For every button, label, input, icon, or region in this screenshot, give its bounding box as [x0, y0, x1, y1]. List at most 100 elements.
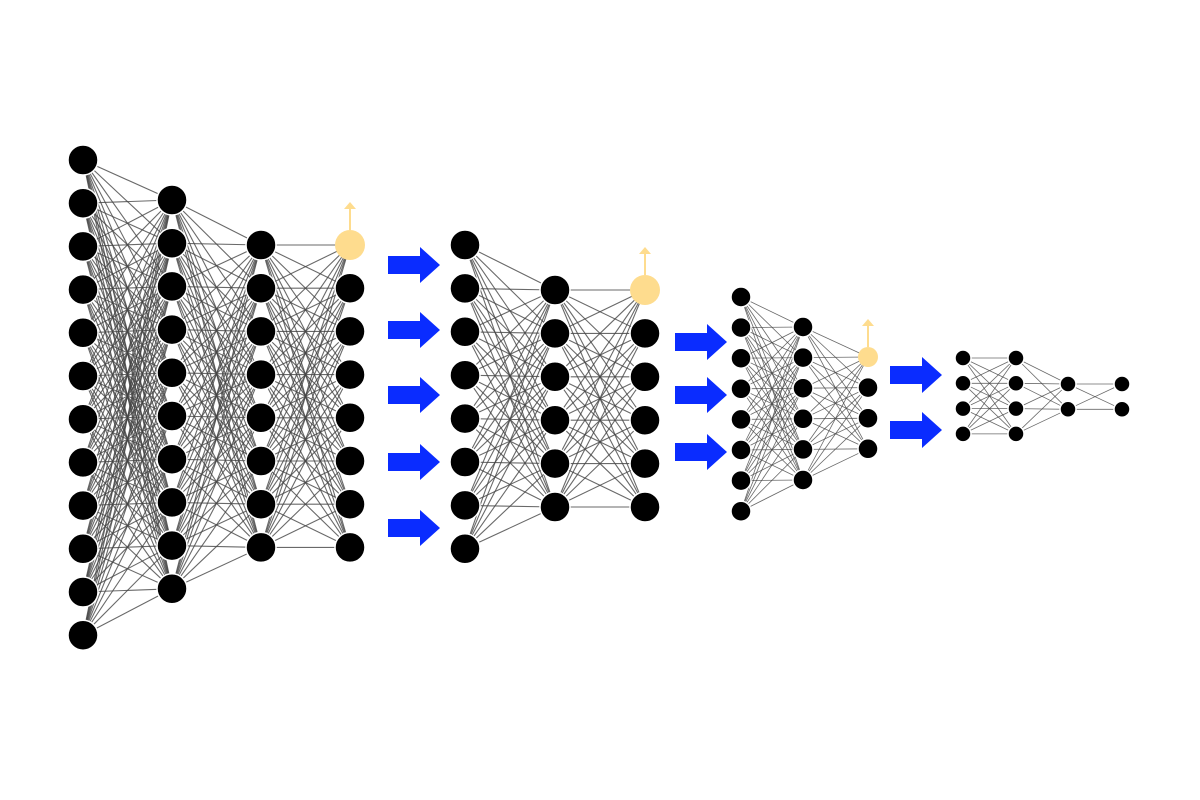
neuron: [954, 374, 972, 393]
connection-edge: [962, 357, 1017, 409]
neuron: [449, 272, 481, 305]
connection-edge: [1015, 357, 1069, 385]
connection-edge: [260, 503, 351, 548]
neuron: [334, 272, 366, 304]
connection-edge: [171, 199, 262, 246]
connection-edge: [962, 383, 1017, 435]
connection-edge: [82, 199, 173, 549]
neuron: [857, 407, 879, 429]
transition-arrow-icon: [388, 247, 440, 283]
connection-edge: [82, 199, 173, 247]
neuron: [449, 489, 481, 522]
neuron: [67, 317, 99, 349]
transition-arrow-icon: [388, 377, 440, 413]
neuron: [245, 445, 277, 477]
connection-edge: [82, 502, 173, 636]
connection-edge: [260, 244, 351, 462]
connection-edge: [82, 329, 173, 636]
neuron: [730, 469, 752, 492]
neuron: [156, 486, 188, 519]
connection-edge: [802, 356, 869, 450]
neuron: [954, 349, 972, 367]
neuron: [1059, 375, 1077, 393]
connection-edge: [1015, 383, 1069, 409]
neuron: [67, 403, 99, 435]
connection-edge: [82, 199, 173, 290]
neuron: [730, 316, 752, 339]
connection-edge: [740, 326, 804, 451]
neuron: [156, 400, 188, 432]
neuron: [67, 576, 99, 608]
connection-edge: [171, 460, 262, 590]
connection-edge: [962, 408, 1017, 435]
neuron: [156, 573, 188, 605]
neuron: [67, 144, 99, 176]
neuron: [1007, 349, 1025, 367]
neuron: [1113, 375, 1131, 393]
connection-edge: [260, 374, 351, 548]
connection-edge: [1015, 408, 1069, 435]
transition-arrow-icon: [675, 377, 727, 413]
neuron: [67, 446, 99, 479]
connection-edge: [740, 326, 804, 420]
connection-edge: [82, 159, 173, 201]
connection-edge: [82, 545, 173, 636]
neuron: [1059, 400, 1077, 419]
neuron: [1007, 399, 1025, 418]
connection-edge: [802, 387, 869, 481]
connection-edge: [802, 356, 869, 420]
connection-edge: [554, 289, 646, 508]
connection-edge: [464, 376, 556, 550]
neuron: [792, 469, 814, 491]
neuron: [334, 488, 366, 520]
connection-edge: [260, 244, 351, 375]
transition-arrow-icon: [388, 510, 440, 546]
connection-edge: [171, 244, 262, 460]
neuron: [629, 361, 661, 393]
connection-edge: [260, 244, 351, 419]
neuron: [730, 408, 752, 431]
neuron: [156, 313, 188, 346]
connection-edge: [740, 296, 804, 328]
neuron: [156, 357, 188, 389]
connection-edge: [802, 326, 869, 358]
neuron: [1007, 374, 1025, 393]
neuron: [156, 270, 188, 303]
neuron: [857, 376, 879, 399]
connection-edge: [802, 356, 869, 389]
connection-edge: [171, 244, 262, 589]
connection-edge: [260, 244, 351, 332]
neuron: [334, 445, 366, 477]
neuron: [245, 229, 277, 261]
pruned-neuron: [335, 230, 365, 260]
connection-edge: [82, 199, 173, 593]
connection-edge: [740, 449, 804, 512]
neuron: [245, 531, 277, 564]
transition-arrow-icon: [675, 324, 727, 360]
connection-edge: [171, 503, 262, 590]
connection-edge: [464, 289, 556, 333]
neuron: [730, 500, 752, 522]
neuron: [792, 316, 814, 338]
connection-edge: [554, 289, 646, 421]
connection-edge: [464, 244, 556, 291]
neuron: [539, 447, 571, 480]
neuron: [539, 317, 571, 350]
transition-arrow-icon: [388, 444, 440, 480]
neuron: [954, 425, 972, 443]
connection-edge: [740, 326, 804, 481]
connection-edge: [554, 333, 646, 508]
transition-arrow-icon: [675, 434, 727, 470]
connection-edge: [802, 356, 869, 358]
connection-edge: [464, 463, 556, 550]
neuron: [67, 619, 99, 651]
neuron: [67, 360, 99, 392]
connection-edge: [464, 289, 556, 376]
neuron: [245, 315, 277, 348]
neuron: [334, 531, 366, 564]
connection-edge: [171, 288, 262, 589]
neuron: [792, 438, 814, 461]
connection-edge: [464, 333, 556, 550]
neuron: [857, 438, 879, 460]
